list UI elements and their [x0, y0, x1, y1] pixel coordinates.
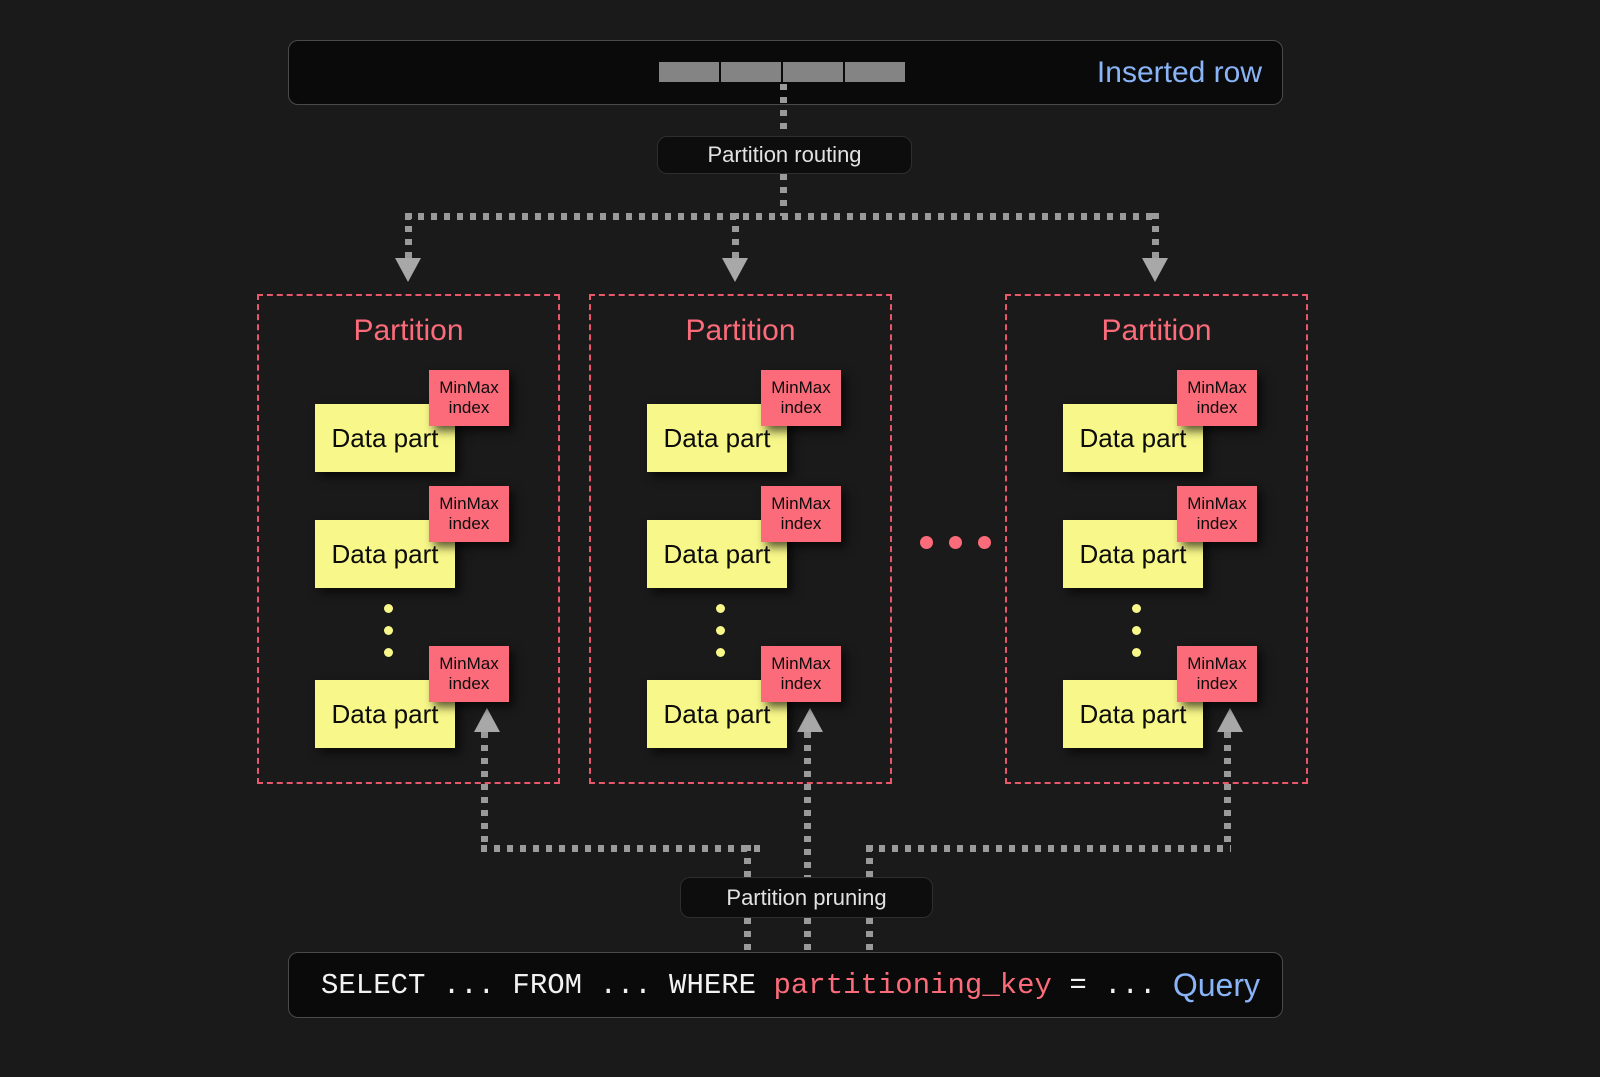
- connector-pruning-up-3: [1224, 732, 1231, 849]
- minmax-index-box: MinMax index: [429, 486, 509, 542]
- partition-pruning-box: Partition pruning: [680, 877, 933, 918]
- minmax-index-box: MinMax index: [1177, 646, 1257, 702]
- ellipsis-dot: [920, 536, 933, 549]
- connector-routing-to-bus: [780, 174, 787, 216]
- sql-prefix: SELECT ... FROM ... WHERE: [321, 968, 774, 1002]
- arrow-to-partition-3: [1142, 258, 1168, 282]
- minmax-line-2: index: [780, 514, 822, 533]
- inserted-row-label: Inserted row: [1096, 55, 1262, 89]
- minmax-line-1: MinMax: [439, 494, 499, 514]
- minmax-line-1: MinMax: [771, 654, 831, 674]
- connector-row-to-routing: [780, 84, 787, 136]
- minmax-line-1: MinMax: [439, 654, 499, 674]
- sql-statement: SELECT ... FROM ... WHERE partitioning_k…: [321, 969, 1156, 1002]
- connector-pruning-to-query-3: [866, 918, 873, 952]
- minmax-line-1: MinMax: [771, 378, 831, 398]
- ellipsis-dot: [1132, 626, 1141, 635]
- minmax-line-1: MinMax: [1187, 378, 1247, 398]
- ellipsis-dot: [716, 626, 725, 635]
- data-part-group: MinMax index Data part: [315, 646, 535, 751]
- minmax-line-1: MinMax: [1187, 494, 1247, 514]
- data-part-group: MinMax index Data part: [1063, 370, 1283, 475]
- connector-pruning-to-query-2: [804, 918, 811, 952]
- minmax-line-2: index: [1196, 674, 1238, 693]
- partition-title: Partition: [1101, 314, 1212, 347]
- data-part-group: MinMax index Data part: [647, 646, 867, 751]
- minmax-line-1: MinMax: [771, 494, 831, 514]
- data-part-box: Data part: [315, 520, 455, 588]
- minmax-line-1: MinMax: [439, 378, 499, 398]
- data-part-ellipsis: [1132, 604, 1141, 657]
- data-part-group: MinMax index Data part: [1063, 486, 1283, 591]
- partition-box-1: Partition MinMax index Data part MinMax …: [257, 294, 560, 784]
- data-part-group: MinMax index Data part: [647, 370, 867, 475]
- query-bar: SELECT ... FROM ... WHERE partitioning_k…: [288, 952, 1283, 1018]
- arrow-from-pruning-3: [1217, 708, 1243, 732]
- query-label: Query: [1172, 966, 1260, 1003]
- data-part-group: MinMax index Data part: [315, 370, 535, 475]
- data-part-group: MinMax index Data part: [647, 486, 867, 591]
- ellipsis-dot: [949, 536, 962, 549]
- ellipsis-dot: [1132, 648, 1141, 657]
- minmax-line-2: index: [780, 674, 822, 693]
- minmax-line-2: index: [1196, 398, 1238, 417]
- minmax-line-2: index: [780, 398, 822, 417]
- partition-box-3: Partition MinMax index Data part MinMax …: [1005, 294, 1308, 784]
- data-part-ellipsis: [384, 604, 393, 657]
- arrow-to-partition-1: [395, 258, 421, 282]
- minmax-index-box: MinMax index: [429, 370, 509, 426]
- minmax-line-2: index: [448, 514, 490, 533]
- connector-routing-bus: [405, 213, 1159, 220]
- partition-title: Partition: [685, 314, 796, 347]
- connector-bus-to-pruning-left: [744, 845, 751, 877]
- connector-bus-to-pruning-right: [866, 845, 873, 877]
- minmax-index-box: MinMax index: [761, 370, 841, 426]
- data-part-group: MinMax index Data part: [1063, 646, 1283, 751]
- connector-bus-drop-1: [405, 213, 412, 262]
- ellipsis-dot: [384, 604, 393, 613]
- partition-ellipsis: [920, 536, 991, 549]
- minmax-index-box: MinMax index: [1177, 370, 1257, 426]
- partition-box-2: Partition MinMax index Data part MinMax …: [589, 294, 892, 784]
- minmax-index-box: MinMax index: [429, 646, 509, 702]
- arrow-from-pruning-2: [797, 708, 823, 732]
- sql-suffix: = ...: [1051, 968, 1157, 1002]
- ellipsis-dot: [716, 648, 725, 657]
- data-part-box: Data part: [315, 680, 455, 748]
- data-part-ellipsis: [716, 604, 725, 657]
- ellipsis-dot: [978, 536, 991, 549]
- row-cell: [659, 62, 719, 82]
- row-cell: [845, 62, 905, 82]
- minmax-index-box: MinMax index: [761, 646, 841, 702]
- row-cell: [721, 62, 781, 82]
- minmax-index-box: MinMax index: [761, 486, 841, 542]
- ellipsis-dot: [716, 604, 725, 613]
- partition-title: Partition: [353, 314, 464, 347]
- minmax-line-2: index: [448, 674, 490, 693]
- minmax-index-box: MinMax index: [1177, 486, 1257, 542]
- data-part-box: Data part: [647, 404, 787, 472]
- partition-routing-box: Partition routing: [657, 136, 912, 174]
- connector-bus-drop-2: [732, 213, 739, 262]
- row-cell: [783, 62, 843, 82]
- sql-partitioning-key: partitioning_key: [773, 968, 1052, 1002]
- ellipsis-dot: [1132, 604, 1141, 613]
- minmax-line-1: MinMax: [1187, 654, 1247, 674]
- minmax-line-2: index: [448, 398, 490, 417]
- arrow-from-pruning-1: [474, 708, 500, 732]
- data-part-box: Data part: [647, 680, 787, 748]
- connector-pruning-to-query-1: [744, 918, 751, 952]
- ellipsis-dot: [384, 626, 393, 635]
- inserted-row-bar: Inserted row: [288, 40, 1283, 105]
- connector-bus-drop-3: [1152, 213, 1159, 262]
- ellipsis-dot: [384, 648, 393, 657]
- inserted-row-cells: [659, 62, 905, 82]
- arrow-to-partition-2: [722, 258, 748, 282]
- connector-pruning-up-2: [804, 732, 811, 877]
- connector-pruning-bus-right: [866, 845, 1231, 852]
- connector-pruning-up-1: [481, 732, 488, 849]
- minmax-line-2: index: [1196, 514, 1238, 533]
- connector-pruning-bus-left: [481, 845, 764, 852]
- data-part-group: MinMax index Data part: [315, 486, 535, 591]
